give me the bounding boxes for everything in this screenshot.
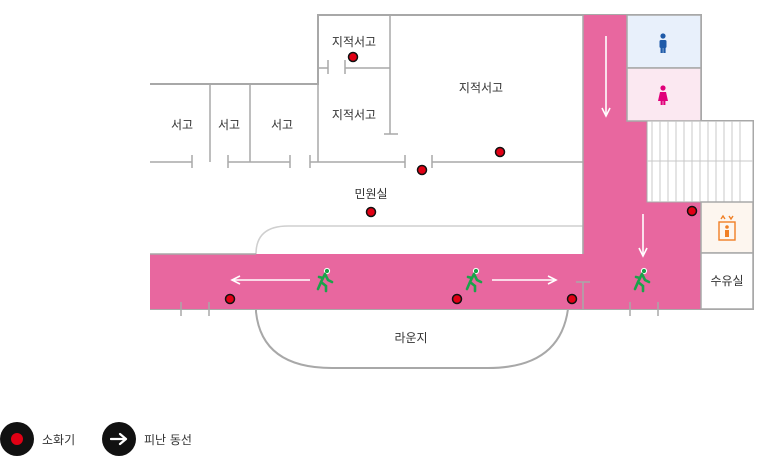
legend-extinguisher-label: 소화기: [42, 432, 76, 447]
fire-extinguisher-icon: [224, 293, 236, 305]
lounge-upper-edge: [255, 225, 584, 255]
elevator-icon: [718, 214, 736, 241]
fire-extinguisher-icon: [686, 205, 698, 217]
stairs: [646, 120, 754, 203]
lounge-label: 라운지: [394, 331, 427, 345]
fire-extinguisher-icon: [347, 51, 359, 63]
male-restroom-icon: [659, 33, 667, 53]
storage-3-label: 서고: [271, 118, 293, 132]
legend-evacuation-label: 피난 동선: [144, 432, 192, 447]
storage-1-label: 서고: [171, 118, 193, 132]
archive-large-label: 지적서고: [459, 81, 503, 95]
arrow-right-icon: [102, 422, 136, 456]
fire-extinguisher-icon: [566, 293, 578, 305]
evacuation-corridor: [150, 15, 701, 309]
interior-walls: [150, 15, 659, 316]
fire-extinguisher-icon: [365, 206, 377, 218]
exit-runner-icon: [633, 267, 651, 293]
nursing-room-label: 수유실: [710, 274, 743, 288]
fire-extinguisher-icon: [0, 422, 34, 456]
fire-extinguisher-icon: [451, 293, 463, 305]
nursing-room: [700, 252, 754, 310]
lounge-room: [255, 308, 570, 369]
legend-extinguisher: 소화기: [0, 422, 75, 456]
female-restroom-icon: [658, 85, 668, 105]
fire-extinguisher-icon: [494, 146, 506, 158]
archive-small-a-label: 지적서고: [332, 35, 376, 49]
evacuation-arrows: [230, 36, 648, 285]
fire-extinguisher-icon: [416, 164, 428, 176]
civil-service-label: 민원실: [354, 187, 387, 201]
storage-2-label: 서고: [218, 118, 240, 132]
exit-runner-icon: [316, 267, 334, 293]
legend-evacuation: 피난 동선: [102, 422, 192, 456]
exit-runner-icon: [465, 267, 483, 293]
archive-small-b-label: 지적서고: [332, 108, 376, 122]
